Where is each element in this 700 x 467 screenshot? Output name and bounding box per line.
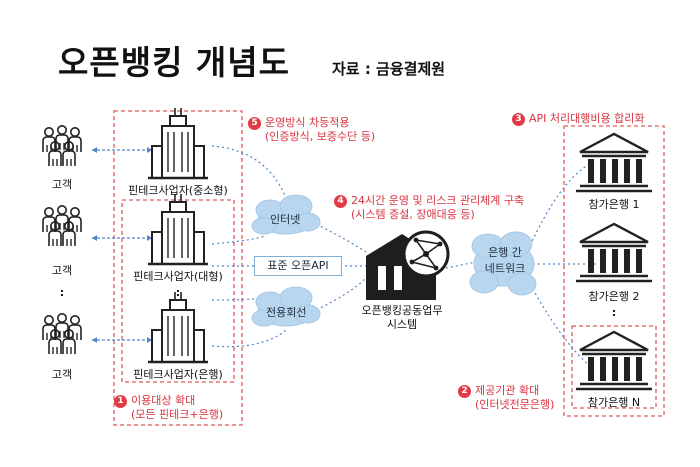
- bank-label-n: 참가은행 N: [587, 396, 641, 409]
- fintech-building-icon: [146, 106, 210, 180]
- fintech-label-small: 핀테크사업자(중소형): [128, 184, 228, 197]
- fintech-label-bank: 핀테크사업자(은행): [133, 368, 223, 381]
- standard-open-api-box: 표준 오픈API: [254, 256, 342, 276]
- customer-group-icon: [43, 126, 81, 166]
- customer-group-icon: [43, 314, 81, 354]
- annotation-4: 4 24시간 운영 및 리스크 관리체계 구축 (시스템 증설, 장애대응 등): [334, 194, 524, 222]
- open-banking-system-icon: [366, 230, 450, 300]
- number-badge-5: 5: [248, 116, 261, 130]
- number-badge-4: 4: [334, 194, 347, 208]
- annotation-4-detail: (시스템 증설, 장애대응 등): [351, 208, 475, 221]
- bank-label-1: 참가은행 1: [588, 198, 640, 211]
- customer-label: 고객: [51, 368, 73, 381]
- annotation-2-detail: (인터넷전문은행): [475, 398, 555, 411]
- source-label: 자료 : 금융결제원: [332, 60, 446, 78]
- fintech-building-icon: [146, 290, 210, 364]
- annotation-5: 5 운영방식 차등적용 (인증방식, 보증수단 등): [248, 116, 375, 144]
- annotation-2: 2 제공기관 확대 (인터넷전문은행): [458, 384, 554, 412]
- fintech-inner-box: [121, 199, 235, 383]
- bank-network-label-2: 네트워크: [484, 262, 526, 275]
- page-title: 오픈뱅킹 개념도: [58, 43, 291, 82]
- leased-line-label: 전용회선: [266, 306, 307, 319]
- annotation-3-title: API 처리대행비용 합리화: [529, 112, 645, 125]
- annotation-5-detail: (인증방식, 보증수단 등): [265, 130, 376, 143]
- system-label-line1: 오픈뱅킹공동업무: [361, 304, 443, 317]
- bank-label-2: 참가은행 2: [588, 290, 640, 303]
- bank-network-label-1: 은행 간: [488, 246, 522, 259]
- bank-ellipsis: :: [611, 306, 617, 319]
- annotation-1-title: 이용대상 확대: [131, 394, 196, 407]
- fintech-building-icon: [146, 192, 210, 266]
- bank-icon: [574, 330, 654, 391]
- number-badge-1: 1: [114, 394, 127, 408]
- customer-label: 고객: [51, 264, 73, 277]
- bank-n-box: [571, 325, 657, 409]
- internet-cloud: [251, 194, 321, 235]
- bank-icon: [574, 132, 654, 193]
- fintech-outer-box: [113, 110, 243, 426]
- leased-line-cloud: [251, 286, 321, 327]
- banks-outer-box: [563, 125, 665, 417]
- number-badge-2: 2: [458, 384, 471, 398]
- internet-label: 인터넷: [270, 213, 301, 226]
- annotation-1: 1 이용대상 확대 (모든 핀테크+은행): [114, 394, 223, 422]
- fintech-label-large: 핀테크사업자(대형): [133, 270, 223, 283]
- bank-network-cloud: [469, 231, 537, 296]
- system-label-line2: 시스템: [386, 318, 418, 331]
- fintech-ellipsis: :: [175, 286, 181, 299]
- annotation-4-title: 24시간 운영 및 리스크 관리체계 구축: [351, 194, 525, 207]
- customer-ellipsis: :: [59, 286, 65, 299]
- annotation-3: 3 API 처리대행비용 합리화: [512, 112, 644, 126]
- number-badge-3: 3: [512, 112, 525, 126]
- bank-icon: [574, 222, 654, 283]
- annotation-5-title: 운영방식 차등적용: [265, 116, 350, 129]
- customer-label: 고객: [51, 178, 73, 191]
- annotation-1-detail: (모든 핀테크+은행): [131, 408, 224, 421]
- customer-group-icon: [43, 206, 81, 246]
- annotation-2-title: 제공기관 확대: [475, 384, 540, 397]
